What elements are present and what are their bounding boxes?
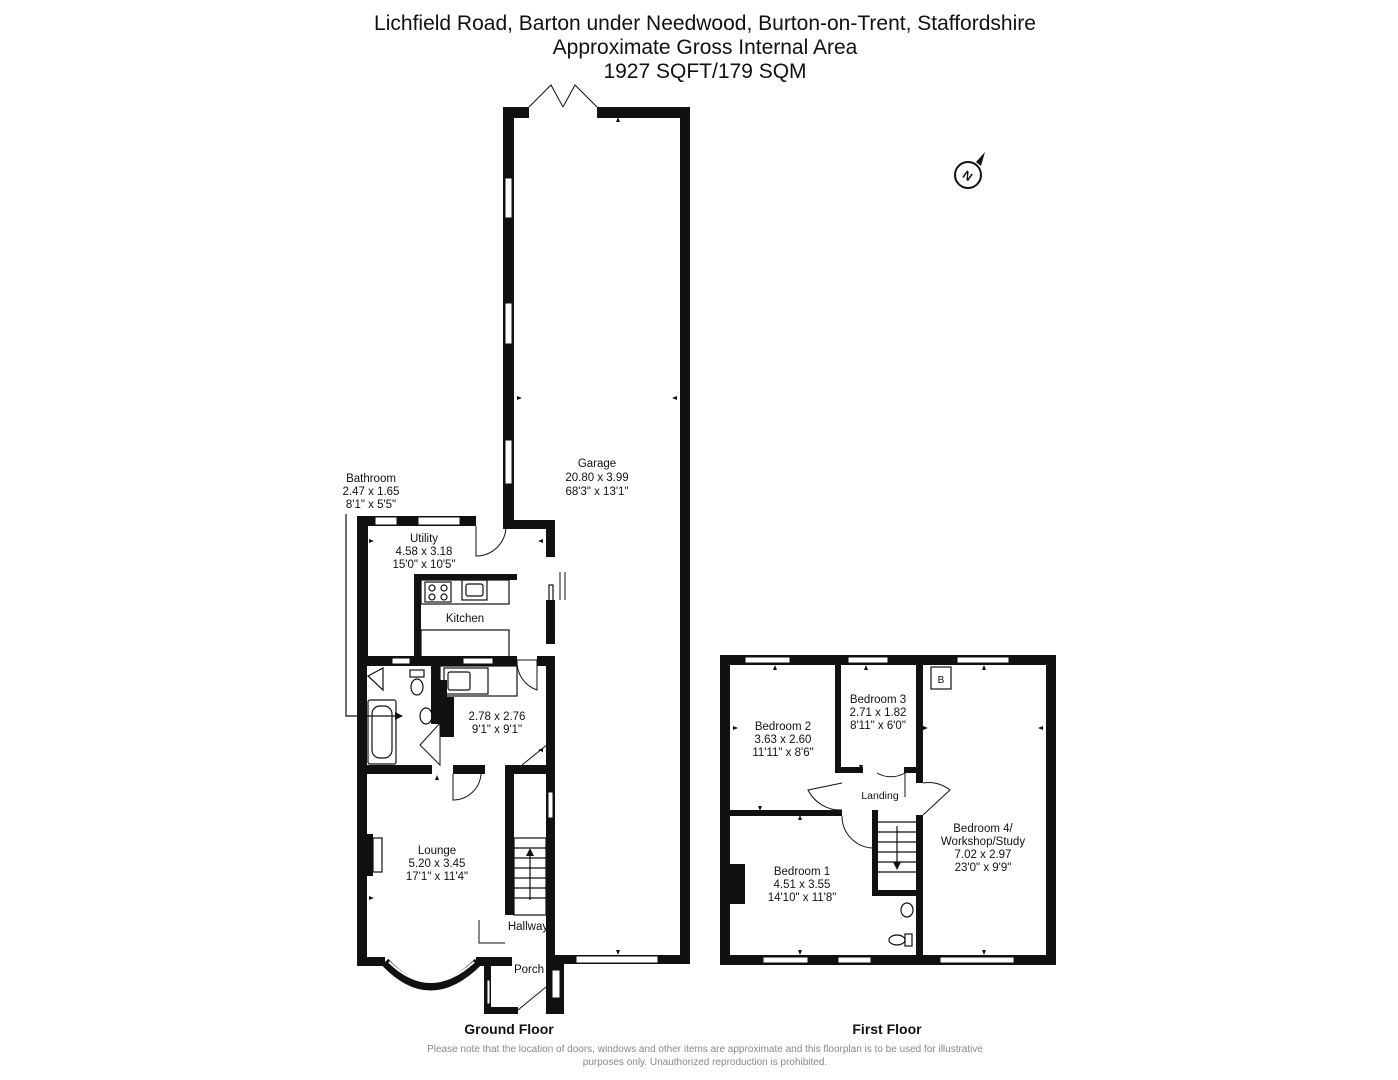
label-bathroom: Bathroom 2.47 x 1.65 8'1" x 5'5" (343, 473, 400, 511)
garage-imperial: 68'3" x 13'1" (565, 486, 628, 498)
garage-metric: 20.80 x 3.99 (565, 472, 628, 484)
ground-stairs (514, 847, 546, 900)
label-bedroom4: Bedroom 4/ Workshop/Study 7.02 x 2.97 23… (941, 823, 1025, 874)
disclaimer-line1: Please note that the location of doors, … (427, 1044, 983, 1055)
dining-counter (439, 665, 518, 697)
garage-double-doors-icon (528, 84, 598, 108)
area-value: 1927 SQFT/179 SQM (603, 60, 807, 83)
bedroom2-metric: 3.63 x 2.60 (755, 734, 812, 746)
label-bedroom2: Bedroom 2 3.63 x 2.60 11'11" x 8'6" (752, 721, 813, 759)
hob-icon (424, 581, 452, 603)
label-lounge: Lounge 5.20 x 3.45 17'1" x 11'4" (406, 845, 468, 883)
first-stairs (878, 821, 916, 873)
bedroom1-name: Bedroom 1 (774, 866, 830, 878)
bedroom2-imperial: 11'11" x 8'6" (752, 747, 813, 759)
disclaimer-line2: purposes only. Unauthorized reproduction… (582, 1057, 828, 1068)
lounge-name: Lounge (418, 845, 456, 857)
utility-imperial: 15'0" x 10'5" (392, 559, 455, 571)
bathroom-metric: 2.47 x 1.65 (343, 486, 400, 498)
sink-icon (366, 667, 433, 725)
ensuite-toilet-icon (888, 902, 914, 947)
garage-walls (503, 107, 690, 968)
plan-header: Lichfield Road, Barton under Needwood, B… (0, 12, 1398, 84)
bathroom-leader (345, 514, 395, 717)
disclaimer: Please note that the location of doors, … (360, 1043, 1050, 1069)
utility-name: Utility (410, 533, 438, 545)
area-title: Approximate Gross Internal Area (552, 36, 858, 59)
label-garage: Garage 20.80 x 3.99 68'3" x 13'1" (565, 458, 628, 498)
ground-floor-walls (357, 516, 564, 1014)
bathroom-name: Bathroom (346, 473, 396, 485)
bedroom4-metric: 7.02 x 2.97 (955, 849, 1012, 861)
bedroom2-name: Bedroom 2 (755, 721, 811, 733)
first-ticks (733, 665, 1043, 955)
bedroom4-name: Bedroom 4/ (953, 823, 1013, 835)
ground-ticks (369, 117, 677, 955)
first-floor-doors (807, 772, 951, 849)
compass-letter: N (960, 168, 975, 184)
first-floor-walls (720, 655, 1056, 965)
bedroom3-imperial: 8'11" x 6'0" (850, 720, 906, 732)
bedroom4-imperial: 23'0" x 9'9" (955, 862, 1012, 874)
landing-name: Landing (861, 790, 899, 802)
garage-name: Garage (578, 458, 616, 470)
kitchen-name: Kitchen (446, 613, 484, 625)
dining-metric: 2.78 x 2.76 (469, 711, 526, 723)
bedroom3-name: Bedroom 3 (850, 694, 906, 706)
porch-name: Porch (514, 964, 544, 976)
dining-imperial: 9'1" x 9'1" (472, 724, 522, 736)
boiler-label: B (938, 675, 945, 686)
bath-icon (367, 699, 397, 765)
label-dining: 2.78 x 2.76 9'1" x 9'1" (469, 711, 526, 736)
utility-fittings (548, 572, 566, 636)
label-bedroom3: Bedroom 3 2.71 x 1.82 8'11" x 6'0" (850, 694, 907, 732)
lounge-imperial: 17'1" x 11'4" (406, 871, 468, 883)
bedroom1-imperial: 14'10" x 11'8" (768, 892, 837, 904)
ground-floor-doors (419, 525, 549, 1011)
utility-metric: 4.58 x 3.18 (396, 546, 453, 558)
lounge-metric: 5.20 x 3.45 (409, 858, 466, 870)
toilet-icon (409, 669, 425, 696)
bathroom-imperial: 8'1" x 5'5" (346, 499, 396, 511)
bedroom1-metric: 4.51 x 3.55 (774, 879, 831, 891)
first-floor-title: First Floor (852, 1021, 922, 1037)
bedroom4-name2: Workshop/Study (941, 836, 1025, 848)
north-compass-icon: N (954, 152, 985, 189)
label-utility: Utility 4.58 x 3.18 15'0" x 10'5" (392, 533, 455, 571)
label-bedroom1: Bedroom 1 4.51 x 3.55 14'10" x 11'8" (768, 866, 837, 904)
hallway-name: Hallway (508, 921, 549, 933)
bedroom3-metric: 2.71 x 1.82 (850, 707, 907, 719)
ground-floor-title: Ground Floor (464, 1021, 554, 1037)
address-title: Lichfield Road, Barton under Needwood, B… (374, 12, 1036, 35)
kitchen-sink-icon (443, 579, 489, 695)
